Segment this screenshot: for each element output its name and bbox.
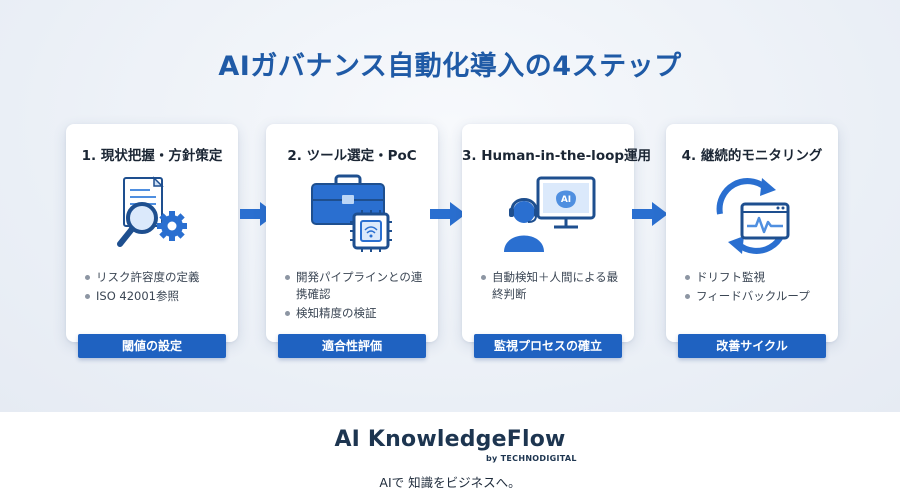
step-badge-4: 改善サイクル xyxy=(678,334,826,358)
step-card-1: 1. 現状把握・方針策定 リスク許容度の定義 ISO 42001参照 xyxy=(66,124,238,342)
step-card-4: 4. 継続的モニタリング ドリフト監視 フィードバックループ xyxy=(666,124,838,342)
step-card-2: 2. ツール選定・PoC 開発パイプラインとの連携確認 検知精度の検証 xyxy=(266,124,438,342)
step-card-3: 3. Human-in-the-loop運用 AI 自動検知＋人間による最終判断 xyxy=(462,124,652,342)
step-bullets-1: リスク許容度の定義 ISO 42001参照 xyxy=(84,269,228,307)
list-item: ドリフト監視 xyxy=(684,269,828,286)
list-item: 自動検知＋人間による最終判断 xyxy=(480,269,624,303)
operator-monitor-ai-icon: AI xyxy=(504,176,596,252)
step-title-4: 4. 継続的モニタリング xyxy=(681,148,823,164)
step-bullets-4: ドリフト監視 フィードバックループ xyxy=(684,269,828,307)
step-title-2: 2. ツール選定・PoC xyxy=(287,148,417,164)
list-item: 検知精度の検証 xyxy=(284,305,428,322)
brand-byline: by TECHNODIGITAL xyxy=(486,454,577,463)
step-badge-1: 閾値の設定 xyxy=(78,334,226,358)
cycle-monitor-icon xyxy=(716,178,790,254)
list-item: フィードバックループ xyxy=(684,288,828,305)
step-title-3: 3. Human-in-the-loop運用 xyxy=(462,148,652,164)
list-item: ISO 42001参照 xyxy=(84,288,228,305)
ai-chip-label: AI xyxy=(561,195,571,205)
document-magnifier-gear-icon xyxy=(117,176,187,247)
step-title-1: 1. 現状把握・方針策定 xyxy=(81,148,223,164)
page-title: AIガバナンス自動化導入の4ステップ xyxy=(218,51,682,82)
list-item: リスク許容度の定義 xyxy=(84,269,228,286)
arrow-right-icon xyxy=(430,202,466,226)
arrow-right-icon xyxy=(632,202,668,226)
toolbox-chip-icon xyxy=(311,174,392,252)
step-badge-3: 監視プロセスの確立 xyxy=(474,334,622,358)
step-bullets-2: 開発パイプラインとの連携確認 検知精度の検証 xyxy=(284,269,428,324)
step-badge-2: 適合性評価 xyxy=(278,334,426,358)
brand-tagline: AIで 知識をビジネスへ。 xyxy=(379,475,521,490)
list-item: 開発パイプラインとの連携確認 xyxy=(284,269,428,303)
step-bullets-3: 自動検知＋人間による最終判断 xyxy=(480,269,624,305)
brand-logo: AI KnowledgeFlow xyxy=(334,427,566,452)
